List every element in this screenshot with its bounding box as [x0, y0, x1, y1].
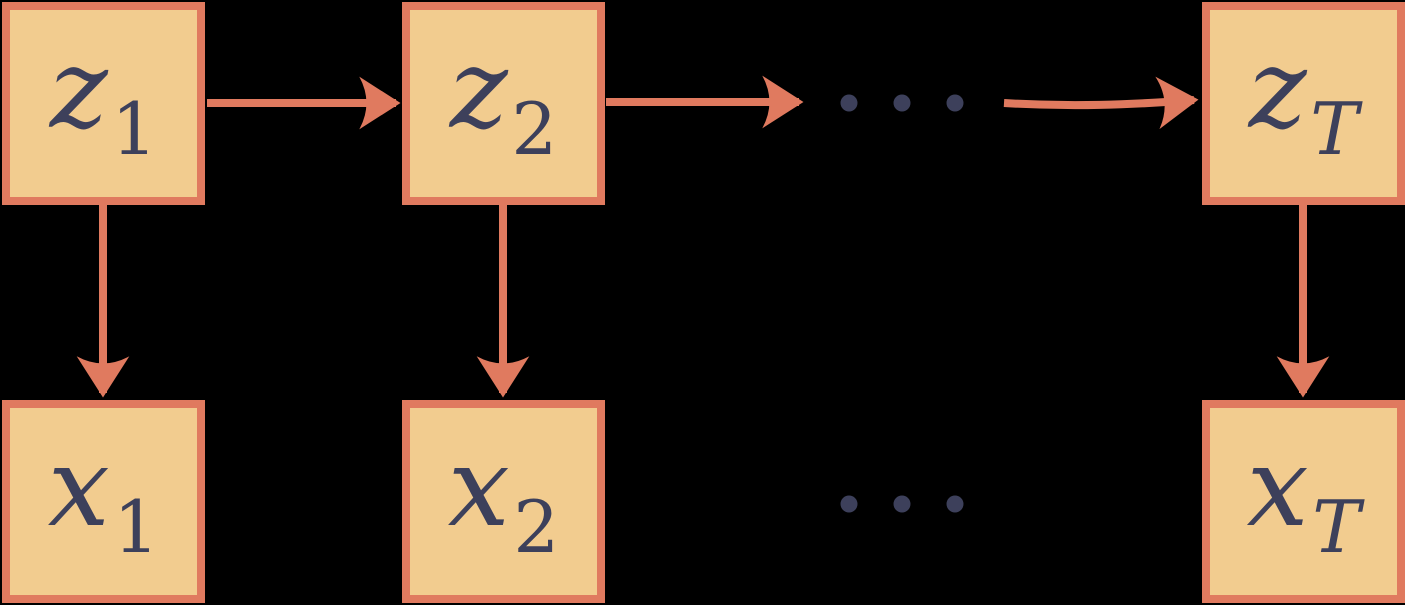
node-z2-label: z2	[449, 24, 558, 172]
node-x2: x2	[402, 400, 605, 603]
node-xT-label: xT	[1246, 422, 1361, 570]
node-x1-label: x1	[47, 422, 160, 570]
ellipsis-dot	[946, 94, 964, 112]
node-x2-label: x2	[447, 422, 560, 570]
ellipsis-dot	[840, 94, 858, 112]
node-zT-label: zT	[1248, 24, 1359, 172]
ellipsis-top	[840, 94, 964, 112]
node-xT: xT	[1202, 400, 1405, 603]
node-x1: x1	[2, 400, 205, 603]
arrow-ellipsis-zT	[1003, 76, 1199, 130]
ellipsis-dot	[893, 94, 911, 112]
ellipsis-dot	[946, 495, 964, 513]
ellipsis-bottom	[840, 495, 964, 513]
ellipsis-dot	[840, 495, 858, 513]
node-z1: z1	[2, 2, 205, 205]
node-zT: zT	[1202, 2, 1405, 205]
ellipsis-dot	[893, 495, 911, 513]
node-z2: z2	[402, 2, 605, 205]
node-z1-label: z1	[49, 24, 158, 172]
